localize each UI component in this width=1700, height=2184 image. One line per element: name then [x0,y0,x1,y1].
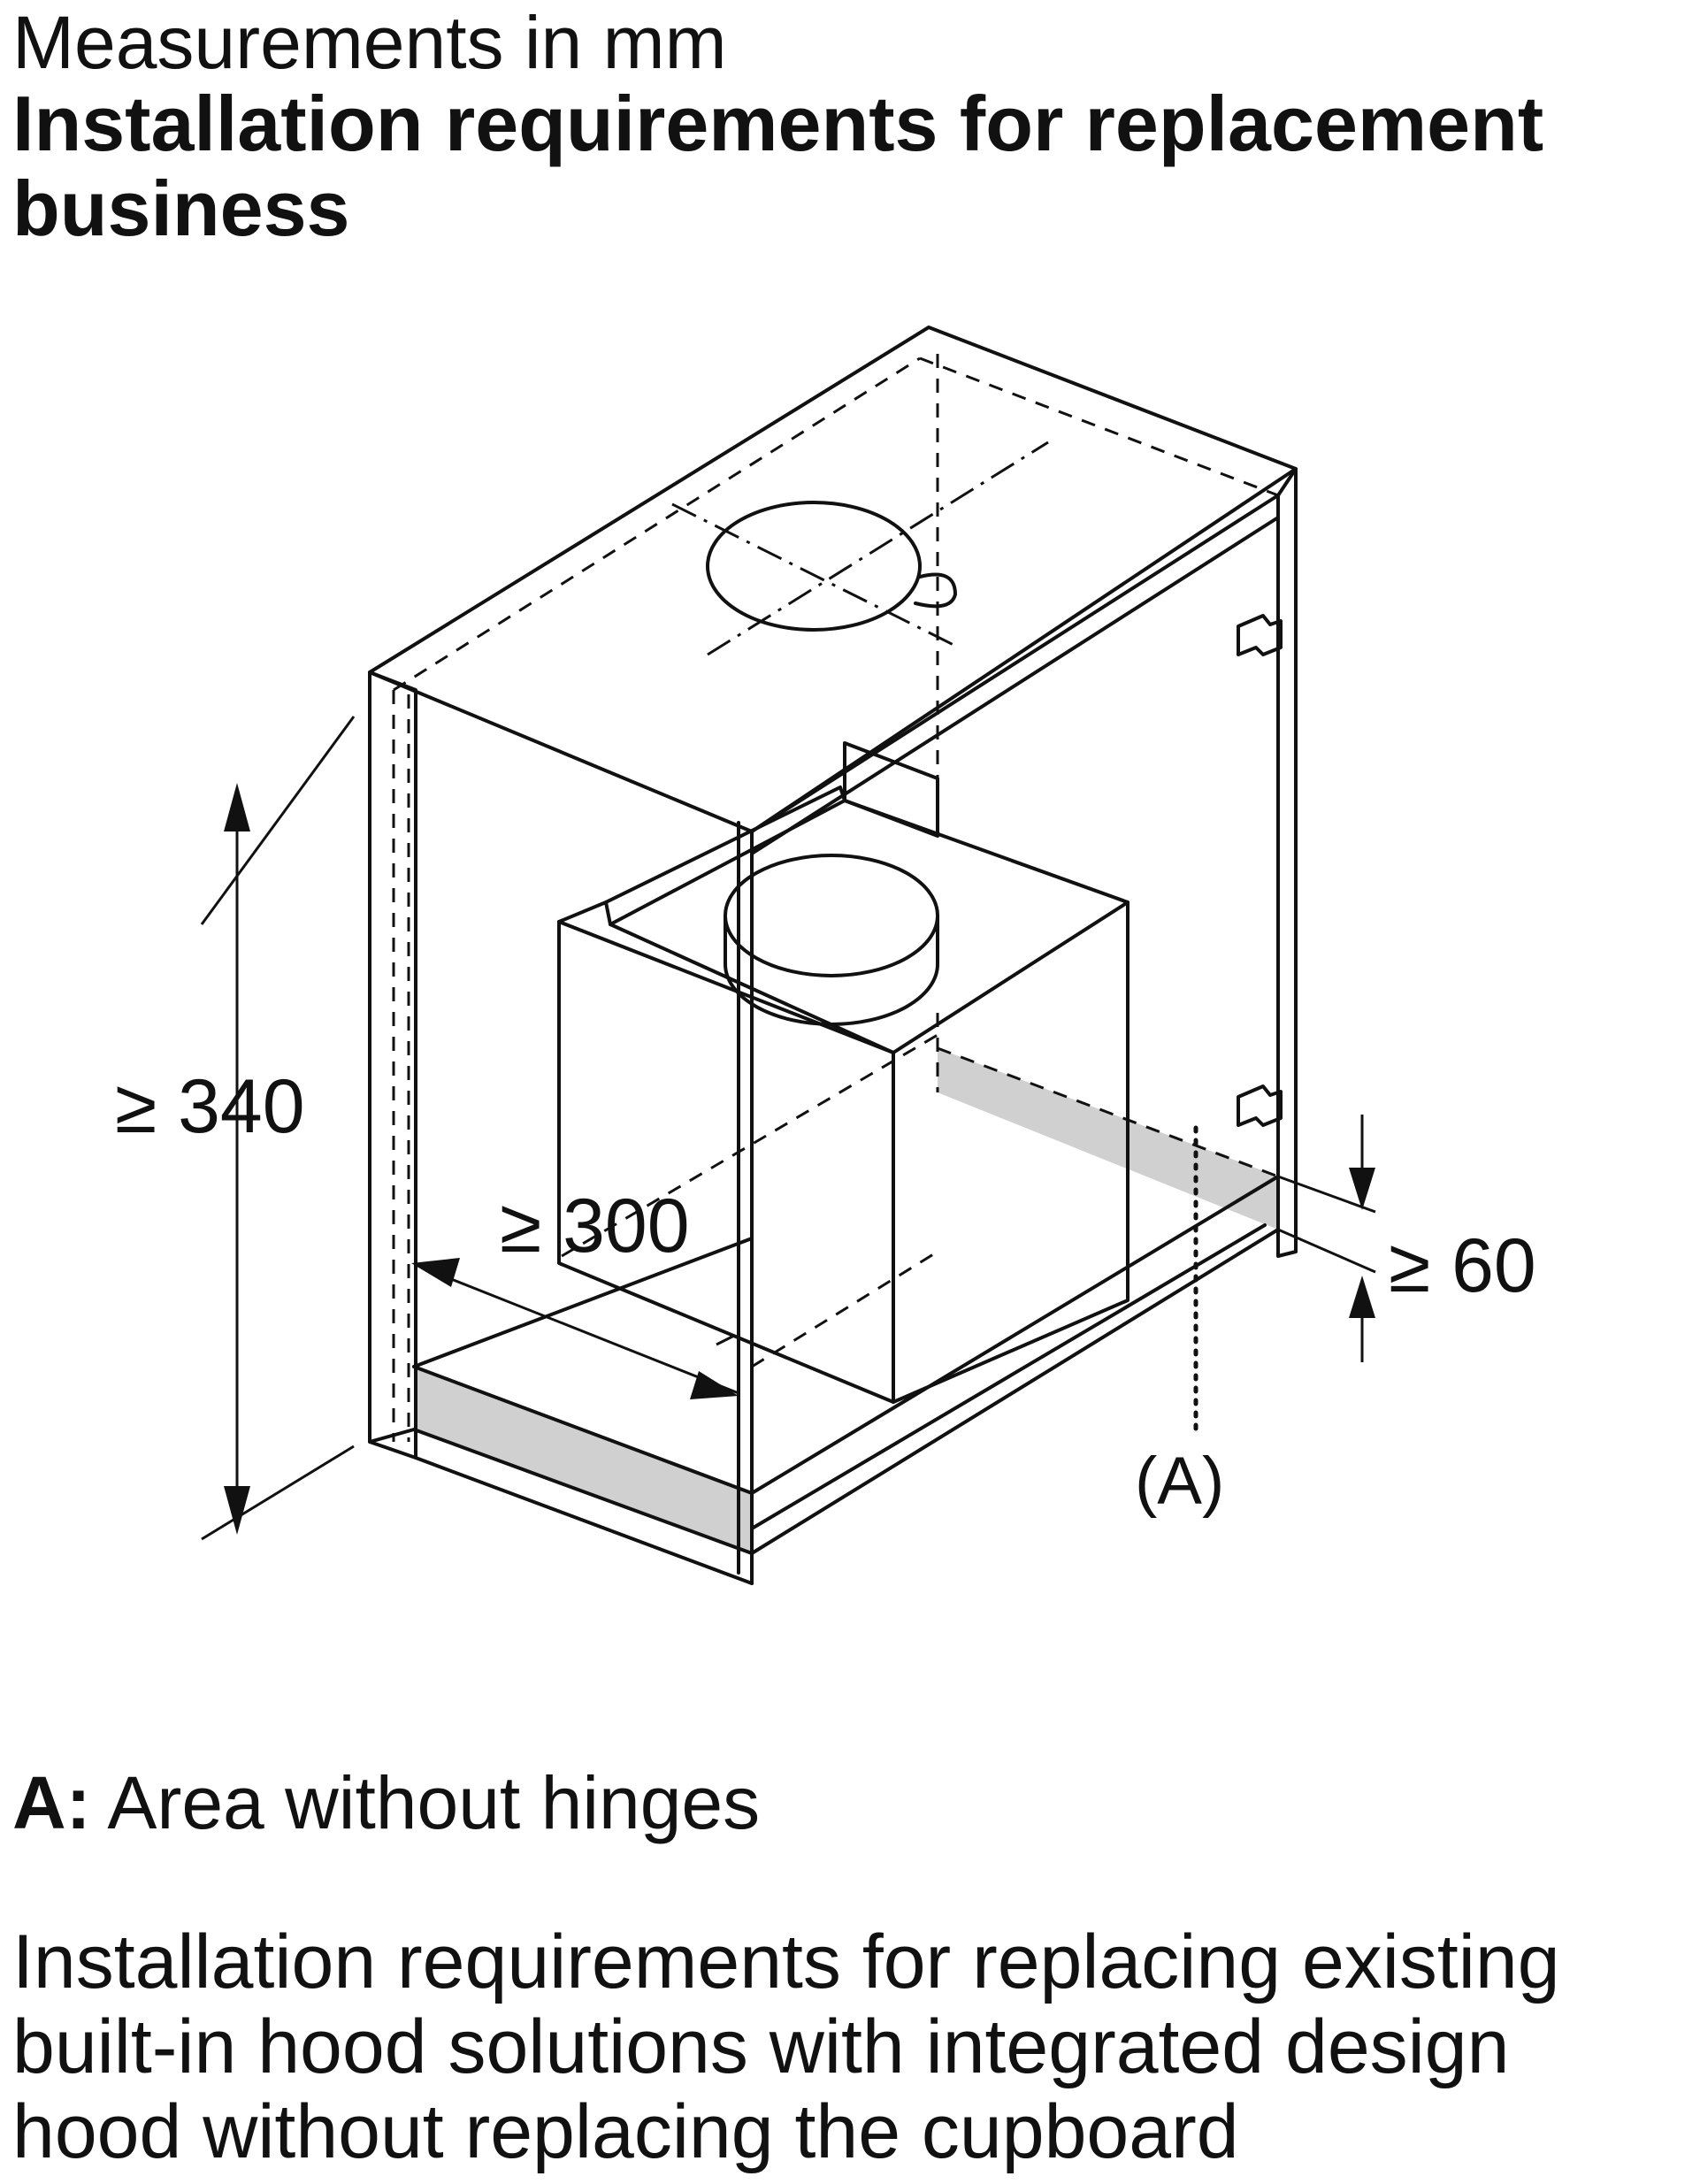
hinge-upper-icon [1237,614,1283,656]
shaded-front-strip [414,1367,752,1553]
clearance-dimension-label: ≥ 60 [1389,1223,1536,1308]
bottom-shelf-back [412,1237,754,1368]
depth-arrow-left [411,1258,460,1287]
hood-duct-body [724,914,939,1026]
height-dimension-label: ≥ 340 [115,1064,305,1149]
shaded-strip-right [938,1048,1278,1230]
measurement-unit-note: Measurements in mm [12,1,727,84]
depth-dimension-label: ≥ 300 [500,1184,690,1268]
top-opening-tab [914,572,957,609]
top-opening [706,501,922,632]
cupboard-top-right-edge [750,494,1280,833]
depth-arrow-right [690,1371,739,1399]
caption: Installation requirements for replacing … [12,1920,1693,2174]
hidden-shelf-edge [937,1046,1279,1178]
center-line-1 [671,502,956,648]
clearance-arrow-top [1349,1168,1375,1210]
cupboard-right-side [1276,467,1298,1258]
hood-duct-top [724,854,939,977]
height-dimension [200,716,356,1541]
hood-top-inner [609,923,895,1054]
clearance-arrow-bottom [1349,1276,1375,1318]
caption-line-3: hood without replacing the cupboard [12,2089,1239,2174]
hood-front [557,920,895,1404]
caption-line-2: built-in hood solutions with integrated … [12,2004,1510,2089]
hood-top-back [604,785,846,904]
hood-right [892,900,1130,1404]
hood-top [557,799,1130,926]
bottom-shelf-right-edge [750,1223,1267,1530]
legend-key: A: [12,1761,91,1844]
center-line-2 [707,441,1049,656]
legend: A: Area without hinges [12,1760,760,1845]
diagram-canvas: ≥ 340 ≥ 300 ≥ 60 (A) [115,326,1536,1585]
depth-dimension [411,1258,739,1399]
legend-text: Area without hinges [107,1761,761,1844]
page-title: Installation requirements for replacemen… [12,80,1544,252]
cupboard-top-right-edge-inner [750,516,1280,855]
hidden-top-back-edge [393,356,921,692]
height-arrow-top [224,783,250,831]
hidden-inner-diag [751,1250,938,1368]
cupboard-installation-diagram: ≥ 340 ≥ 300 ≥ 60 (A) [0,292,1700,1619]
height-arrow-bottom [224,1486,250,1535]
hidden-top-right-edge [919,356,1279,497]
cupboard-top [368,326,1298,833]
caption-line-1: Installation requirements for replacing … [12,1920,1560,2004]
ref-a-label: (A) [1135,1444,1224,1519]
hood-back-riser [843,741,939,838]
clearance-dimension [1277,1115,1376,1362]
hinge-lower-icon [1237,1084,1283,1127]
